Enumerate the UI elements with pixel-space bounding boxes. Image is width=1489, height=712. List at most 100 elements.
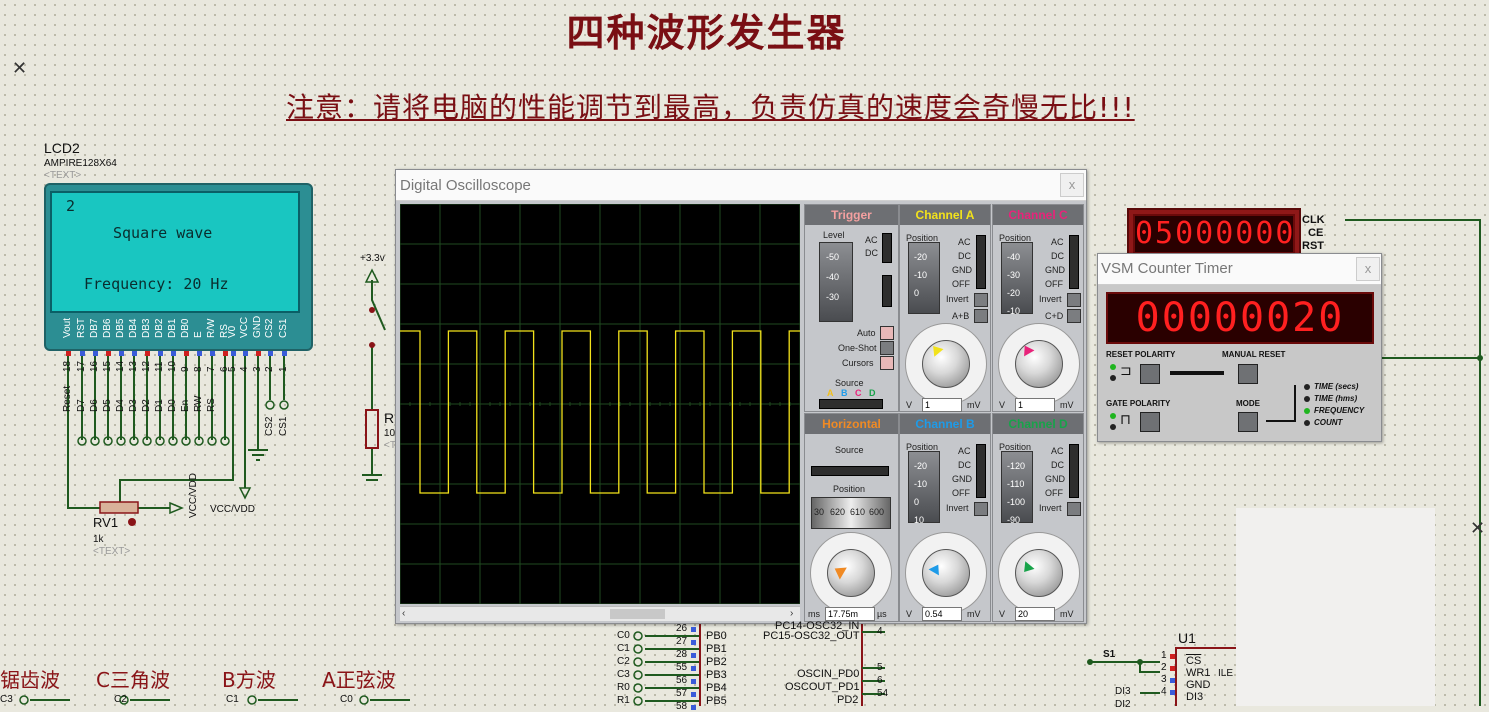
- channel-invert-label: Invert: [1039, 294, 1062, 304]
- trigger-edge-switch[interactable]: [882, 275, 892, 307]
- channel-coupling-switch[interactable]: [976, 444, 986, 498]
- channel-position-slider[interactable]: [1001, 242, 1033, 314]
- channel-label: Channel A: [900, 205, 990, 225]
- lcd-pin-bottom-10: RW: [193, 395, 204, 412]
- vcc-label-2: VCC/VDD: [210, 504, 256, 515]
- reset-polarity-button[interactable]: [1140, 364, 1160, 384]
- mode-line: [1266, 420, 1296, 422]
- trigger-src-c: C: [855, 388, 862, 398]
- channel-tick-3: 10: [914, 515, 925, 525]
- u1-pin-marker-0: [1170, 654, 1175, 659]
- mode-button[interactable]: [1238, 412, 1258, 432]
- vsm-counter-window[interactable]: VSM Counter Timer x 00000020 RESET POLAR…: [1097, 253, 1382, 442]
- trigger-cursors-button[interactable]: [880, 356, 894, 370]
- lcd-pin-marker-15: [256, 351, 261, 356]
- channel-label: Channel D: [993, 414, 1083, 434]
- channel-position-slider[interactable]: [1001, 451, 1033, 523]
- channel-label: Channel B: [900, 414, 990, 434]
- close-icon-right[interactable]: ✕: [1470, 518, 1486, 538]
- channel-coupling-switch[interactable]: [1069, 444, 1079, 498]
- mcu-net-c2: C2: [617, 656, 630, 667]
- scroll-right-icon[interactable]: ›: [790, 608, 794, 619]
- trigger-auto-button[interactable]: [880, 326, 894, 340]
- channel-unit-left: V: [906, 400, 913, 410]
- lcd-pin-9: DB0: [180, 318, 191, 338]
- lcd-pin-17: CS1: [278, 318, 289, 338]
- manual-reset-label: MANUAL RESET: [1222, 350, 1286, 359]
- channel-invert-button[interactable]: [1067, 502, 1081, 516]
- mcu-num-55: 55: [676, 662, 688, 673]
- channel-volts-knob[interactable]: [1015, 340, 1063, 388]
- channel-coupling-switch[interactable]: [976, 235, 986, 289]
- channel-coupling-ac: AC: [958, 237, 971, 247]
- trigger-src-d: D: [869, 388, 876, 398]
- u1-part: ILE: [1218, 668, 1234, 679]
- channel-position-label: Position: [906, 233, 939, 243]
- scroll-left-icon[interactable]: ‹: [402, 608, 406, 619]
- hpos-tick-3: 610: [850, 507, 866, 517]
- lcd-pin-bottom-11: RS: [206, 398, 217, 412]
- oscilloscope-scrollbar[interactable]: ‹ ›: [400, 606, 800, 621]
- channel-sum-button[interactable]: [974, 309, 988, 323]
- wave-net-1: C2: [114, 694, 127, 705]
- oscilloscope-title: Digital Oscilloscope: [400, 177, 531, 194]
- lcd-pin-marker-12: [223, 351, 228, 356]
- horizontal-label: Horizontal: [805, 414, 898, 434]
- horizontal-source-slider[interactable]: [811, 466, 889, 476]
- oscilloscope-close-button[interactable]: x: [1060, 173, 1084, 197]
- vsm-close-button[interactable]: x: [1356, 257, 1380, 281]
- channel-coupling-off: OFF: [1045, 279, 1063, 289]
- wave-label-3[interactable]: A正弦波: [322, 668, 396, 692]
- lcd-pin-16: CS2: [264, 318, 275, 338]
- gate-polarity-label: GATE POLARITY: [1106, 399, 1171, 408]
- channel-volts-knob[interactable]: [1015, 549, 1063, 597]
- channel-sum-button[interactable]: [1067, 309, 1081, 323]
- wave-label-0[interactable]: 锯齿波: [0, 668, 60, 692]
- timebase-value-field[interactable]: 17.75m: [825, 607, 875, 621]
- mode-line-v: [1294, 385, 1296, 422]
- channel-volts-knob[interactable]: [922, 340, 970, 388]
- gate-polarity-button[interactable]: [1140, 412, 1160, 432]
- channel-volts-knob[interactable]: [922, 549, 970, 597]
- scroll-thumb[interactable]: [610, 609, 665, 619]
- channel-invert-button[interactable]: [974, 502, 988, 516]
- trigger-source-slider[interactable]: [819, 399, 883, 409]
- channel-invert-button[interactable]: [1067, 293, 1081, 307]
- hpos-tick-4: 600: [869, 507, 885, 517]
- channel-unit-right: mV: [1060, 400, 1074, 410]
- wave-label-2[interactable]: B方波: [222, 668, 276, 692]
- channel-coupling-switch[interactable]: [1069, 235, 1079, 289]
- channel-tick-1: -10: [914, 479, 928, 489]
- channel-tick-3: -10: [1007, 306, 1021, 316]
- lcd-text-placeholder: <TEXT>: [44, 170, 82, 181]
- channel-invert-button[interactable]: [974, 293, 988, 307]
- timebase-knob[interactable]: [827, 549, 875, 597]
- lcd-cs-1: CS1: [278, 416, 289, 436]
- lcd-pin-num-11: 7: [206, 366, 217, 372]
- trigger-tick-2: -40: [826, 272, 840, 282]
- channel-coupling-gnd: GND: [1045, 474, 1065, 484]
- trigger-oneshot-button[interactable]: [880, 341, 894, 355]
- channel-value-field[interactable]: 20: [1015, 607, 1055, 621]
- close-icon[interactable]: ✕: [12, 58, 28, 78]
- horizontal-position-wheel[interactable]: [811, 497, 891, 529]
- channel-position-slider[interactable]: [908, 451, 940, 523]
- channel-value-field[interactable]: 1: [1015, 398, 1055, 412]
- channel-value-field[interactable]: 1: [922, 398, 962, 412]
- vsm-titlebar[interactable]: VSM Counter Timer x: [1098, 254, 1381, 285]
- lcd-pin-num-4: 14: [115, 360, 126, 372]
- oscilloscope-titlebar[interactable]: Digital Oscilloscope x: [396, 170, 1086, 201]
- channel-position-slider[interactable]: [908, 242, 940, 314]
- trigger-coupling-switch[interactable]: [882, 233, 892, 263]
- oscilloscope-window[interactable]: Digital Oscilloscope x ‹ › Trigger Level…: [395, 169, 1087, 624]
- channel-value-field[interactable]: 0.54: [922, 607, 962, 621]
- mcu-pin-pb1: PB1: [706, 643, 727, 655]
- wave-label-1[interactable]: C三角波: [96, 668, 170, 692]
- trigger-level-slider[interactable]: [819, 242, 853, 322]
- lcd-pin-bottom-6: D2: [141, 399, 152, 412]
- channel-tick-3: -90: [1007, 515, 1021, 525]
- lcd-pin-marker-16: [268, 351, 273, 356]
- lcd-pin-num-15: 3: [252, 366, 263, 372]
- manual-reset-button[interactable]: [1238, 364, 1258, 384]
- u1-pin-di3: DI3: [1186, 691, 1204, 703]
